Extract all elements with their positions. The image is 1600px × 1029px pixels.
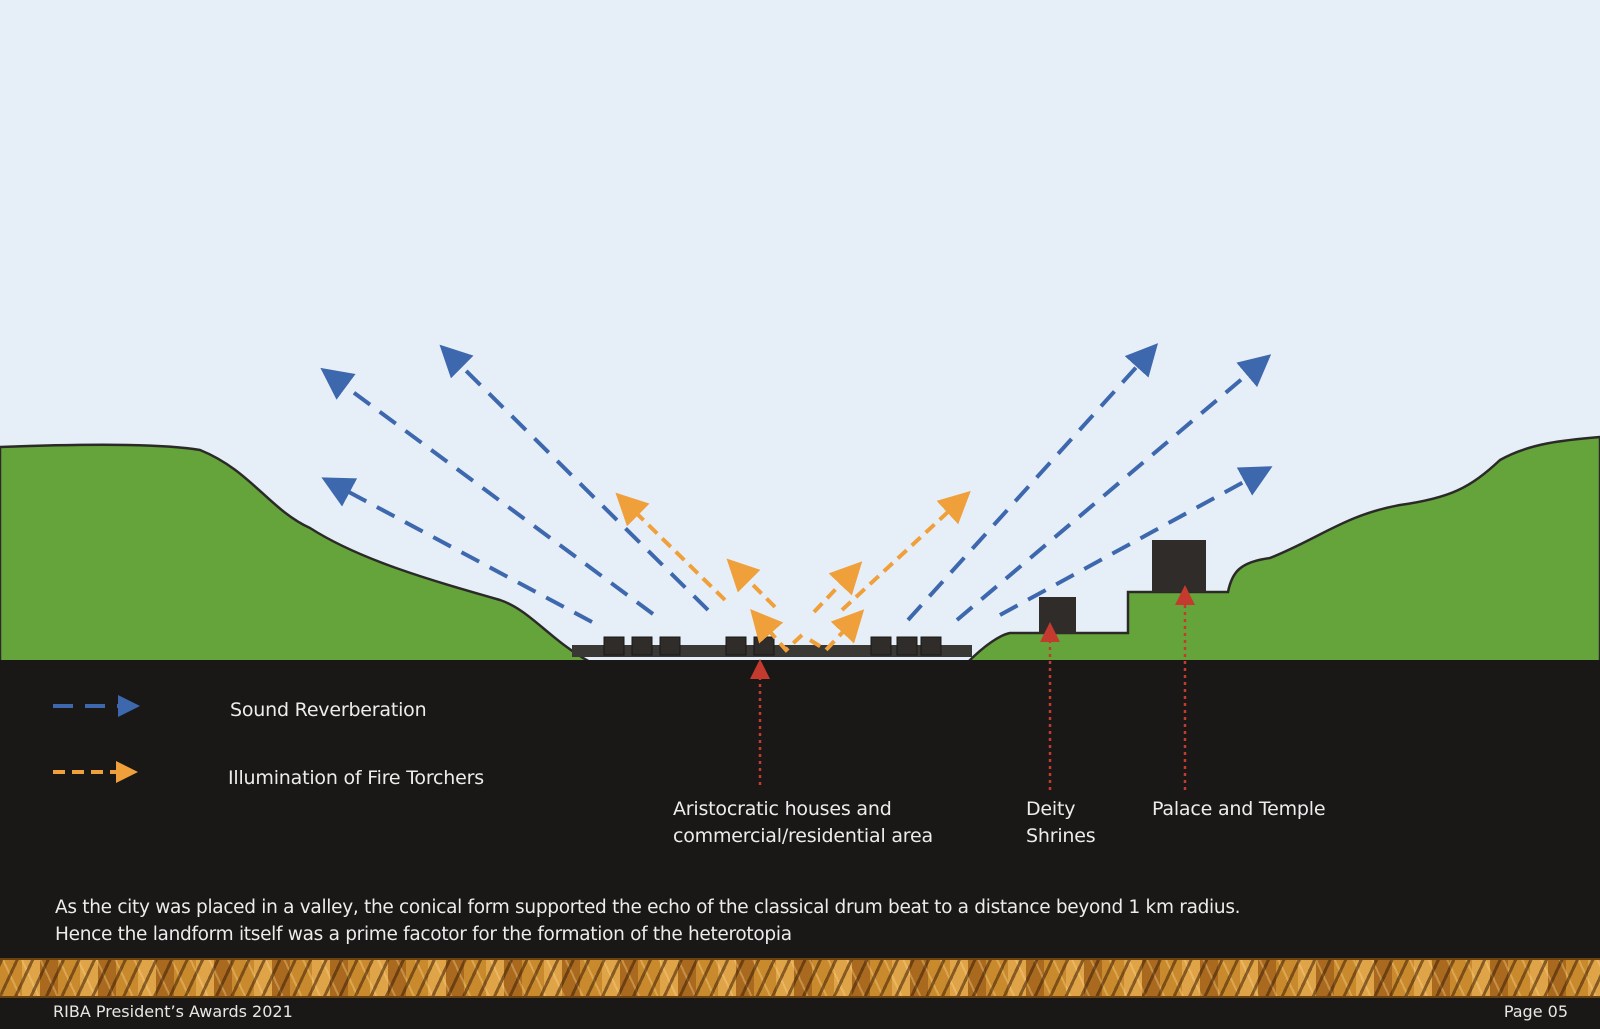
legend-light-label: Illumination of Fire Torchers (228, 767, 484, 789)
sound-arrow (320, 367, 655, 616)
callout-palace-label: Palace and Temple (1152, 798, 1326, 820)
callout-palace: Palace and Temple (1152, 796, 1326, 823)
footer-award-title: RIBA President’s Awards 2021 (53, 1002, 293, 1021)
light-arrow (840, 490, 971, 612)
house-block (631, 636, 653, 656)
house-block (659, 636, 681, 656)
sound-arrow (321, 477, 593, 624)
legend-sound-swatch (53, 695, 140, 717)
sound-arrow (999, 466, 1273, 617)
house-block (725, 636, 747, 656)
light-arrows (615, 490, 971, 653)
ground-section (0, 660, 1600, 960)
callout-pointers (750, 585, 1195, 790)
house-block (753, 636, 775, 656)
house-block (896, 636, 918, 656)
pointer-palace-head (1175, 585, 1195, 605)
callout-shrines: Deity Shrines (1026, 796, 1096, 850)
footer-page-number: Page 05 (1503, 1002, 1568, 1021)
sound-arrows (320, 343, 1273, 624)
sound-arrow (955, 354, 1272, 622)
callout-shrines-line1: Deity (1026, 798, 1076, 820)
callout-houses: Aristocratic houses and commercial/resid… (673, 796, 933, 850)
callout-shrines-line2: Shrines (1026, 825, 1096, 847)
pointer-shrines-head (1040, 622, 1060, 642)
right-hill (964, 435, 1600, 664)
house-block (870, 636, 892, 656)
pointer-houses-head (750, 659, 770, 679)
valley-houses (603, 636, 942, 656)
left-hill (0, 443, 591, 664)
palace-block (1152, 540, 1206, 592)
legend-light-swatch (53, 761, 138, 783)
light-arrow (726, 558, 777, 609)
sound-arrow (906, 343, 1159, 622)
callout-houses-line1: Aristocratic houses and (673, 798, 892, 820)
house-block (603, 636, 625, 656)
decorative-border-band (0, 958, 1600, 998)
callout-houses-line2: commercial/residential area (673, 825, 933, 847)
caption-line1: As the city was placed in a valley, the … (55, 897, 1241, 918)
house-block (920, 636, 942, 656)
shrine-block (1039, 597, 1076, 634)
legend-sound-label: Sound Reverberation (230, 699, 427, 721)
light-arrow (750, 608, 804, 653)
light-arrow (812, 561, 863, 614)
light-arrow (615, 492, 727, 602)
caption-line2: Hence the landform itself was a prime fa… (55, 924, 792, 945)
caption: As the city was placed in a valley, the … (55, 894, 1241, 948)
sound-arrow (439, 344, 710, 612)
light-arrow (808, 609, 865, 653)
